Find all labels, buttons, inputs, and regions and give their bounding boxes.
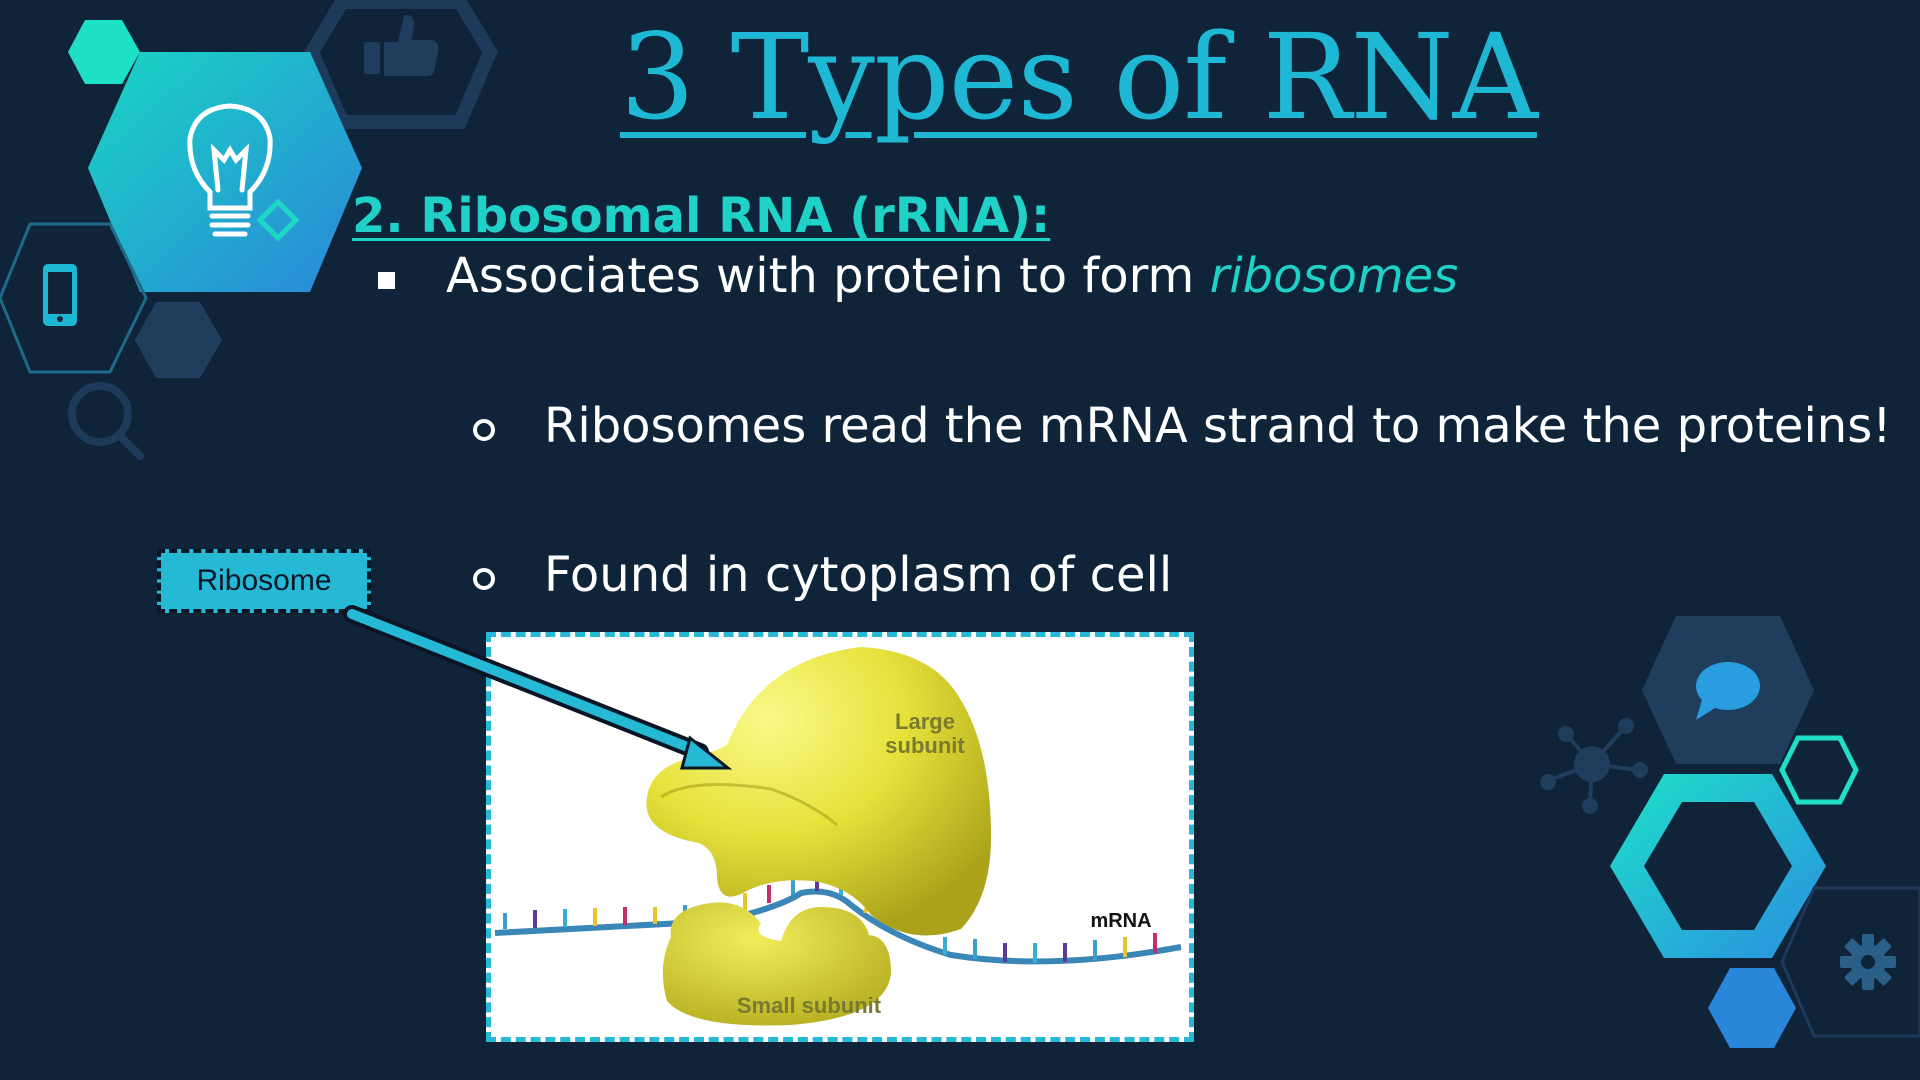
chat-bubble-icon	[1696, 662, 1760, 720]
large-subunit	[646, 647, 991, 936]
hex-lightbulb	[88, 52, 362, 292]
mrna-label: mRNA	[1090, 910, 1151, 932]
bullet-found-in-cytoplasm: Found in cytoplasm of cell	[544, 547, 1173, 603]
hex-dark-small	[135, 302, 222, 378]
small-subunit	[662, 902, 891, 1026]
hex-outline-thumb	[304, 0, 498, 129]
circle-bullet-marker	[473, 568, 495, 590]
diamond-outline	[256, 198, 300, 242]
hex-outline-gear	[1780, 886, 1920, 1038]
bullet-text: Associates with protein to form	[446, 248, 1210, 304]
search-icon	[68, 382, 144, 460]
highlight-ribosomes: ribosomes	[1209, 248, 1459, 304]
circle-bullet-marker	[473, 419, 495, 441]
ribosome-callout-label: Ribosome	[157, 549, 371, 613]
small-subunit-label: Small subunit	[737, 993, 882, 1018]
slide-title: 3 Types of RNA	[620, 8, 1538, 146]
hex-teal-small	[68, 20, 140, 84]
bullet-ribosomes: Associates with protein to form ribosome…	[446, 248, 1458, 304]
network-icon	[1540, 718, 1648, 814]
bullet-ribosomes-read: Ribosomes read the mRNA strand to make t…	[544, 398, 1892, 454]
hex-outline-teal-small	[1779, 735, 1859, 805]
mrna-strand	[494, 888, 1182, 965]
hex-outline-phone	[0, 222, 148, 374]
large-subunit-label-2: subunit	[885, 733, 965, 758]
gear-icon	[1840, 934, 1896, 990]
phone-icon	[43, 264, 77, 326]
lightbulb-icon	[187, 103, 273, 237]
ribosome-figure: Large subunit Small subunit mRNA	[486, 632, 1194, 1042]
ribosome-diagram: Large subunit Small subunit mRNA	[494, 647, 1182, 1026]
square-bullet-marker	[378, 272, 395, 289]
large-subunit-label-1: Large	[895, 709, 955, 734]
hex-blue-small	[1708, 968, 1796, 1048]
thumbs-up-icon	[364, 15, 439, 76]
slide-subtitle: 2. Ribosomal RNA (rRNA):	[352, 188, 1051, 244]
